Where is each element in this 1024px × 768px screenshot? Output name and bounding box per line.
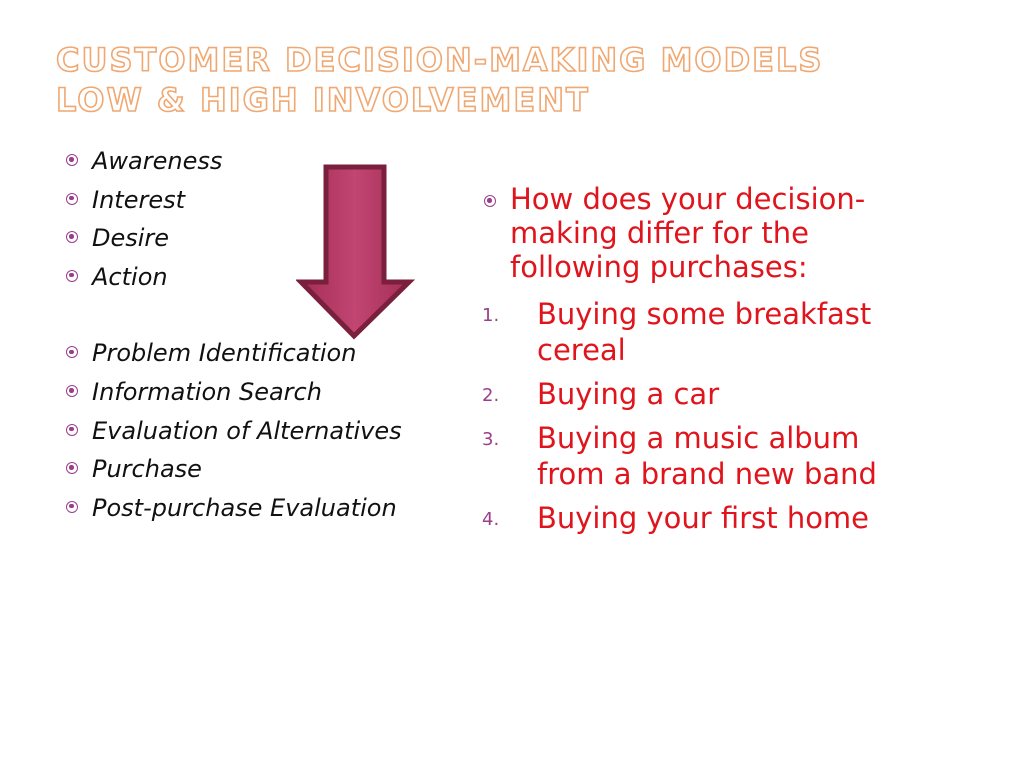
list-item: Problem Identification	[64, 334, 484, 373]
list-item: 2.Buying a car	[482, 377, 720, 411]
list-item: Post-purchase Evaluation	[64, 489, 484, 528]
list-item: 1.Buying some breakfast cereal	[482, 297, 872, 367]
circle-bullet-icon	[66, 462, 78, 475]
circle-bullet-icon	[484, 195, 496, 207]
circle-bullet-icon	[66, 231, 78, 244]
discussion-block: How does your decision-making differ for…	[482, 182, 882, 544]
circle-bullet-icon	[66, 192, 78, 205]
discussion-question: How does your decision-making differ for…	[482, 182, 882, 284]
slide-title: Customer Decision-Making Models Low & Hi…	[55, 40, 956, 120]
list-item: Awareness	[64, 142, 484, 181]
circle-bullet-icon	[66, 500, 78, 513]
slide-title-line-1: Customer Decision-Making Models	[55, 40, 824, 80]
decision-stages-list: Awareness Interest Desire Action Problem…	[64, 142, 484, 527]
purchase-examples-list: 1.Buying some breakfast cereal 2.Buying …	[482, 296, 882, 536]
list-item: Action	[64, 258, 484, 297]
list-item: 4.Buying your first home	[482, 501, 870, 535]
down-arrow-icon	[296, 164, 416, 340]
list-item: Evaluation of Alternatives	[64, 412, 484, 451]
list-item: Desire	[64, 219, 484, 258]
circle-bullet-icon	[66, 154, 78, 166]
list-item: Information Search	[64, 373, 484, 412]
list-item: Interest	[64, 181, 484, 220]
circle-bullet-icon	[66, 384, 78, 397]
circle-bullet-icon	[66, 423, 78, 436]
circle-bullet-icon	[66, 346, 78, 359]
list-item: 3.Buying a music album from a brand new …	[482, 421, 877, 491]
list-item: Purchase	[64, 450, 484, 489]
slide-title-line-2: Low & High Involvement	[55, 80, 590, 120]
circle-bullet-icon	[66, 269, 78, 282]
